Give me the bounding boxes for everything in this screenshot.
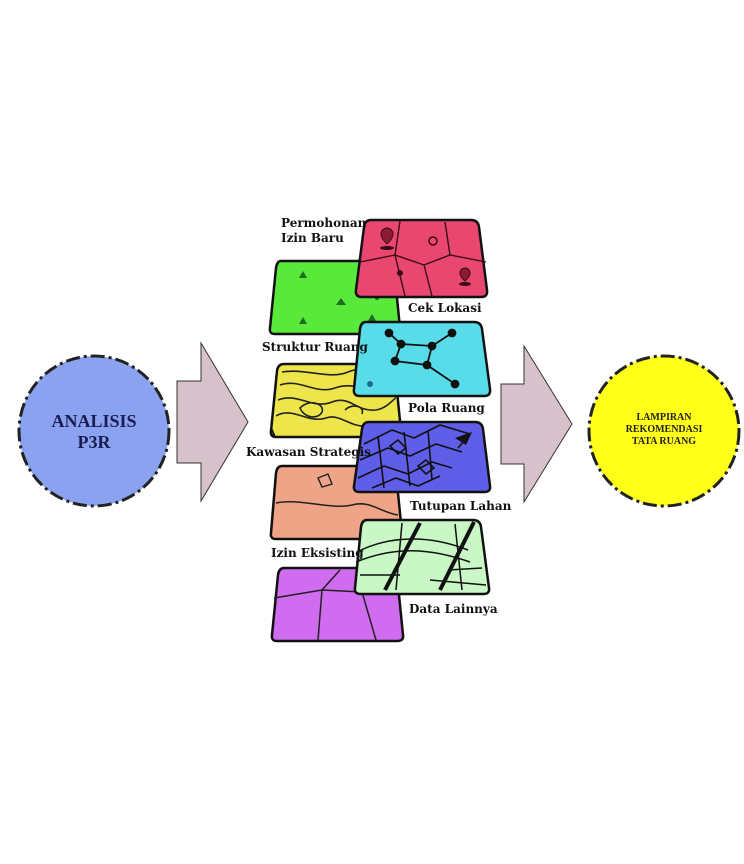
- label-izin-eksisting: Izin Eksisting: [271, 546, 364, 560]
- location-pin-icon: [380, 227, 394, 250]
- label-pola-ruang: Pola Ruang: [408, 401, 485, 415]
- label-data-lainnya: Data Lainnya: [409, 602, 498, 616]
- label-permohonan: Permohonan Izin Baru: [281, 216, 366, 246]
- tree-icon: [336, 298, 346, 305]
- label-tutupan-lahan: Tutupan Lahan: [410, 499, 512, 513]
- analisis-circle: [17, 354, 171, 508]
- tutupan-lahan-tile: [352, 420, 492, 494]
- location-pin-icon: [459, 267, 471, 286]
- analisis-line2: P3R: [77, 432, 111, 452]
- data-lainnya-tile: [353, 518, 491, 596]
- label-permohonan-line2: Izin Baru: [281, 231, 344, 245]
- analisis-title: ANALISIS P3R: [19, 411, 169, 453]
- cek-lokasi-tile: [354, 218, 489, 299]
- lampiran-circle: [587, 354, 741, 508]
- tree-icon: [299, 317, 307, 324]
- label-cek-lokasi: Cek Lokasi: [408, 301, 482, 315]
- tree-icon: [299, 271, 307, 278]
- pola-ruang-tile: [352, 320, 492, 398]
- lampiran-title: LAMPIRAN REKOMENDASI TATA RUANG: [589, 412, 739, 448]
- right-arrow: [500, 344, 573, 504]
- lampiran-line3: TATA RUANG: [631, 436, 697, 447]
- label-struktur-ruang: Struktur Ruang: [262, 340, 368, 354]
- left-arrow: [176, 341, 249, 503]
- lampiran-line2: REKOMENDASI: [625, 424, 703, 435]
- lampiran-line1: LAMPIRAN: [636, 412, 692, 423]
- analisis-line1: ANALISIS: [51, 411, 137, 431]
- label-kawasan-strategis: Kawasan Strategis: [246, 445, 371, 459]
- tree-icon: [368, 314, 376, 321]
- label-permohonan-line1: Permohonan: [281, 216, 367, 230]
